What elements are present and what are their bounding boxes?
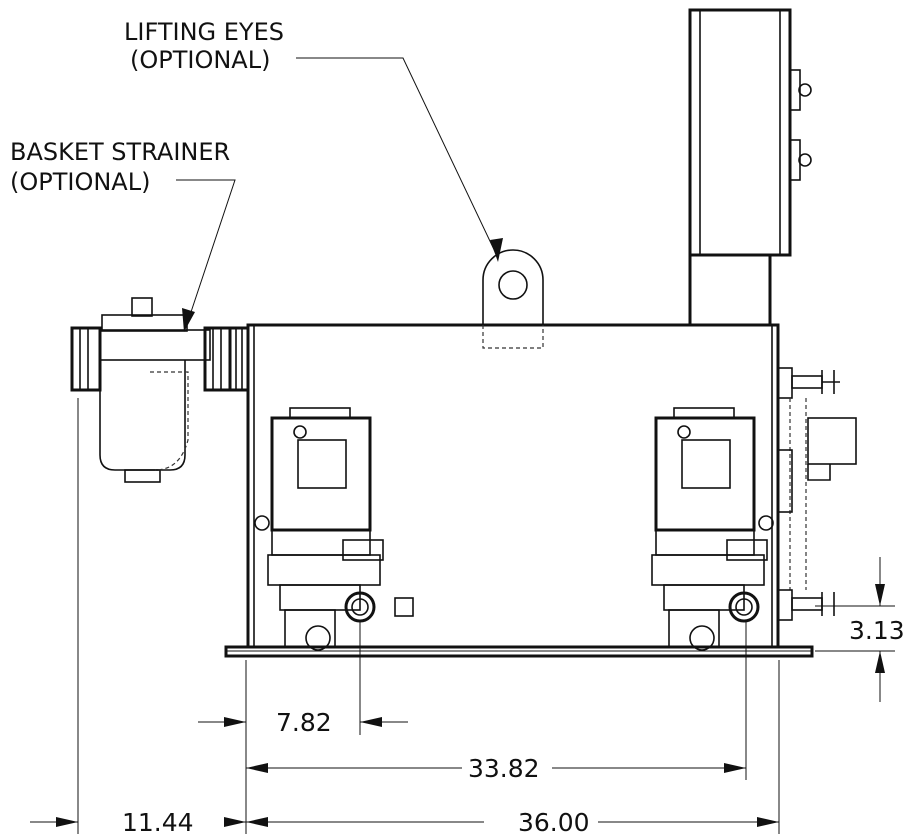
basket-strainer-arrowhead <box>182 308 195 332</box>
lifting-eyes-label-line1: LIFTING EYES <box>124 18 284 46</box>
dimension-pump-spacing: 33.82 <box>246 754 746 783</box>
discharge-assembly <box>777 367 857 621</box>
panel-latch-bottom <box>789 139 812 181</box>
tank-inlet-flange <box>228 326 250 392</box>
base-skid <box>224 645 814 658</box>
pump-motor-left <box>254 407 414 651</box>
dimension-overall-length: 36.00 <box>246 808 779 834</box>
base-height-value: 3.13 <box>849 616 905 645</box>
overall-length-value: 36.00 <box>518 808 590 834</box>
panel-stand <box>688 253 772 327</box>
lifting-eyes-arrowhead <box>490 238 503 262</box>
extension-lines <box>77 398 780 834</box>
dimension-pump-offset: 7.82 <box>198 708 408 737</box>
control-panel <box>688 8 812 257</box>
basket-strainer <box>70 297 232 483</box>
pump-motor-right <box>651 407 774 651</box>
lifting-eye <box>482 249 544 349</box>
pump-offset-value: 7.82 <box>276 708 332 737</box>
tank-body <box>246 323 780 649</box>
dimension-base-height: 3.13 <box>815 557 905 702</box>
dimension-strainer-offset: 11.44 <box>30 808 246 834</box>
callout-lifting-eyes: LIFTING EYES (OPTIONAL) <box>124 18 503 262</box>
callout-basket-strainer: BASKET STRAINER (OPTIONAL) <box>10 138 236 332</box>
strainer-offset-value: 11.44 <box>122 808 194 834</box>
lifting-eyes-label-line2: (OPTIONAL) <box>130 46 270 74</box>
basket-strainer-label-line1: BASKET STRAINER <box>10 138 230 166</box>
pump-spacing-value: 33.82 <box>468 754 540 783</box>
panel-latch-top <box>789 69 812 111</box>
basket-strainer-label-line2: (OPTIONAL) <box>10 168 150 196</box>
